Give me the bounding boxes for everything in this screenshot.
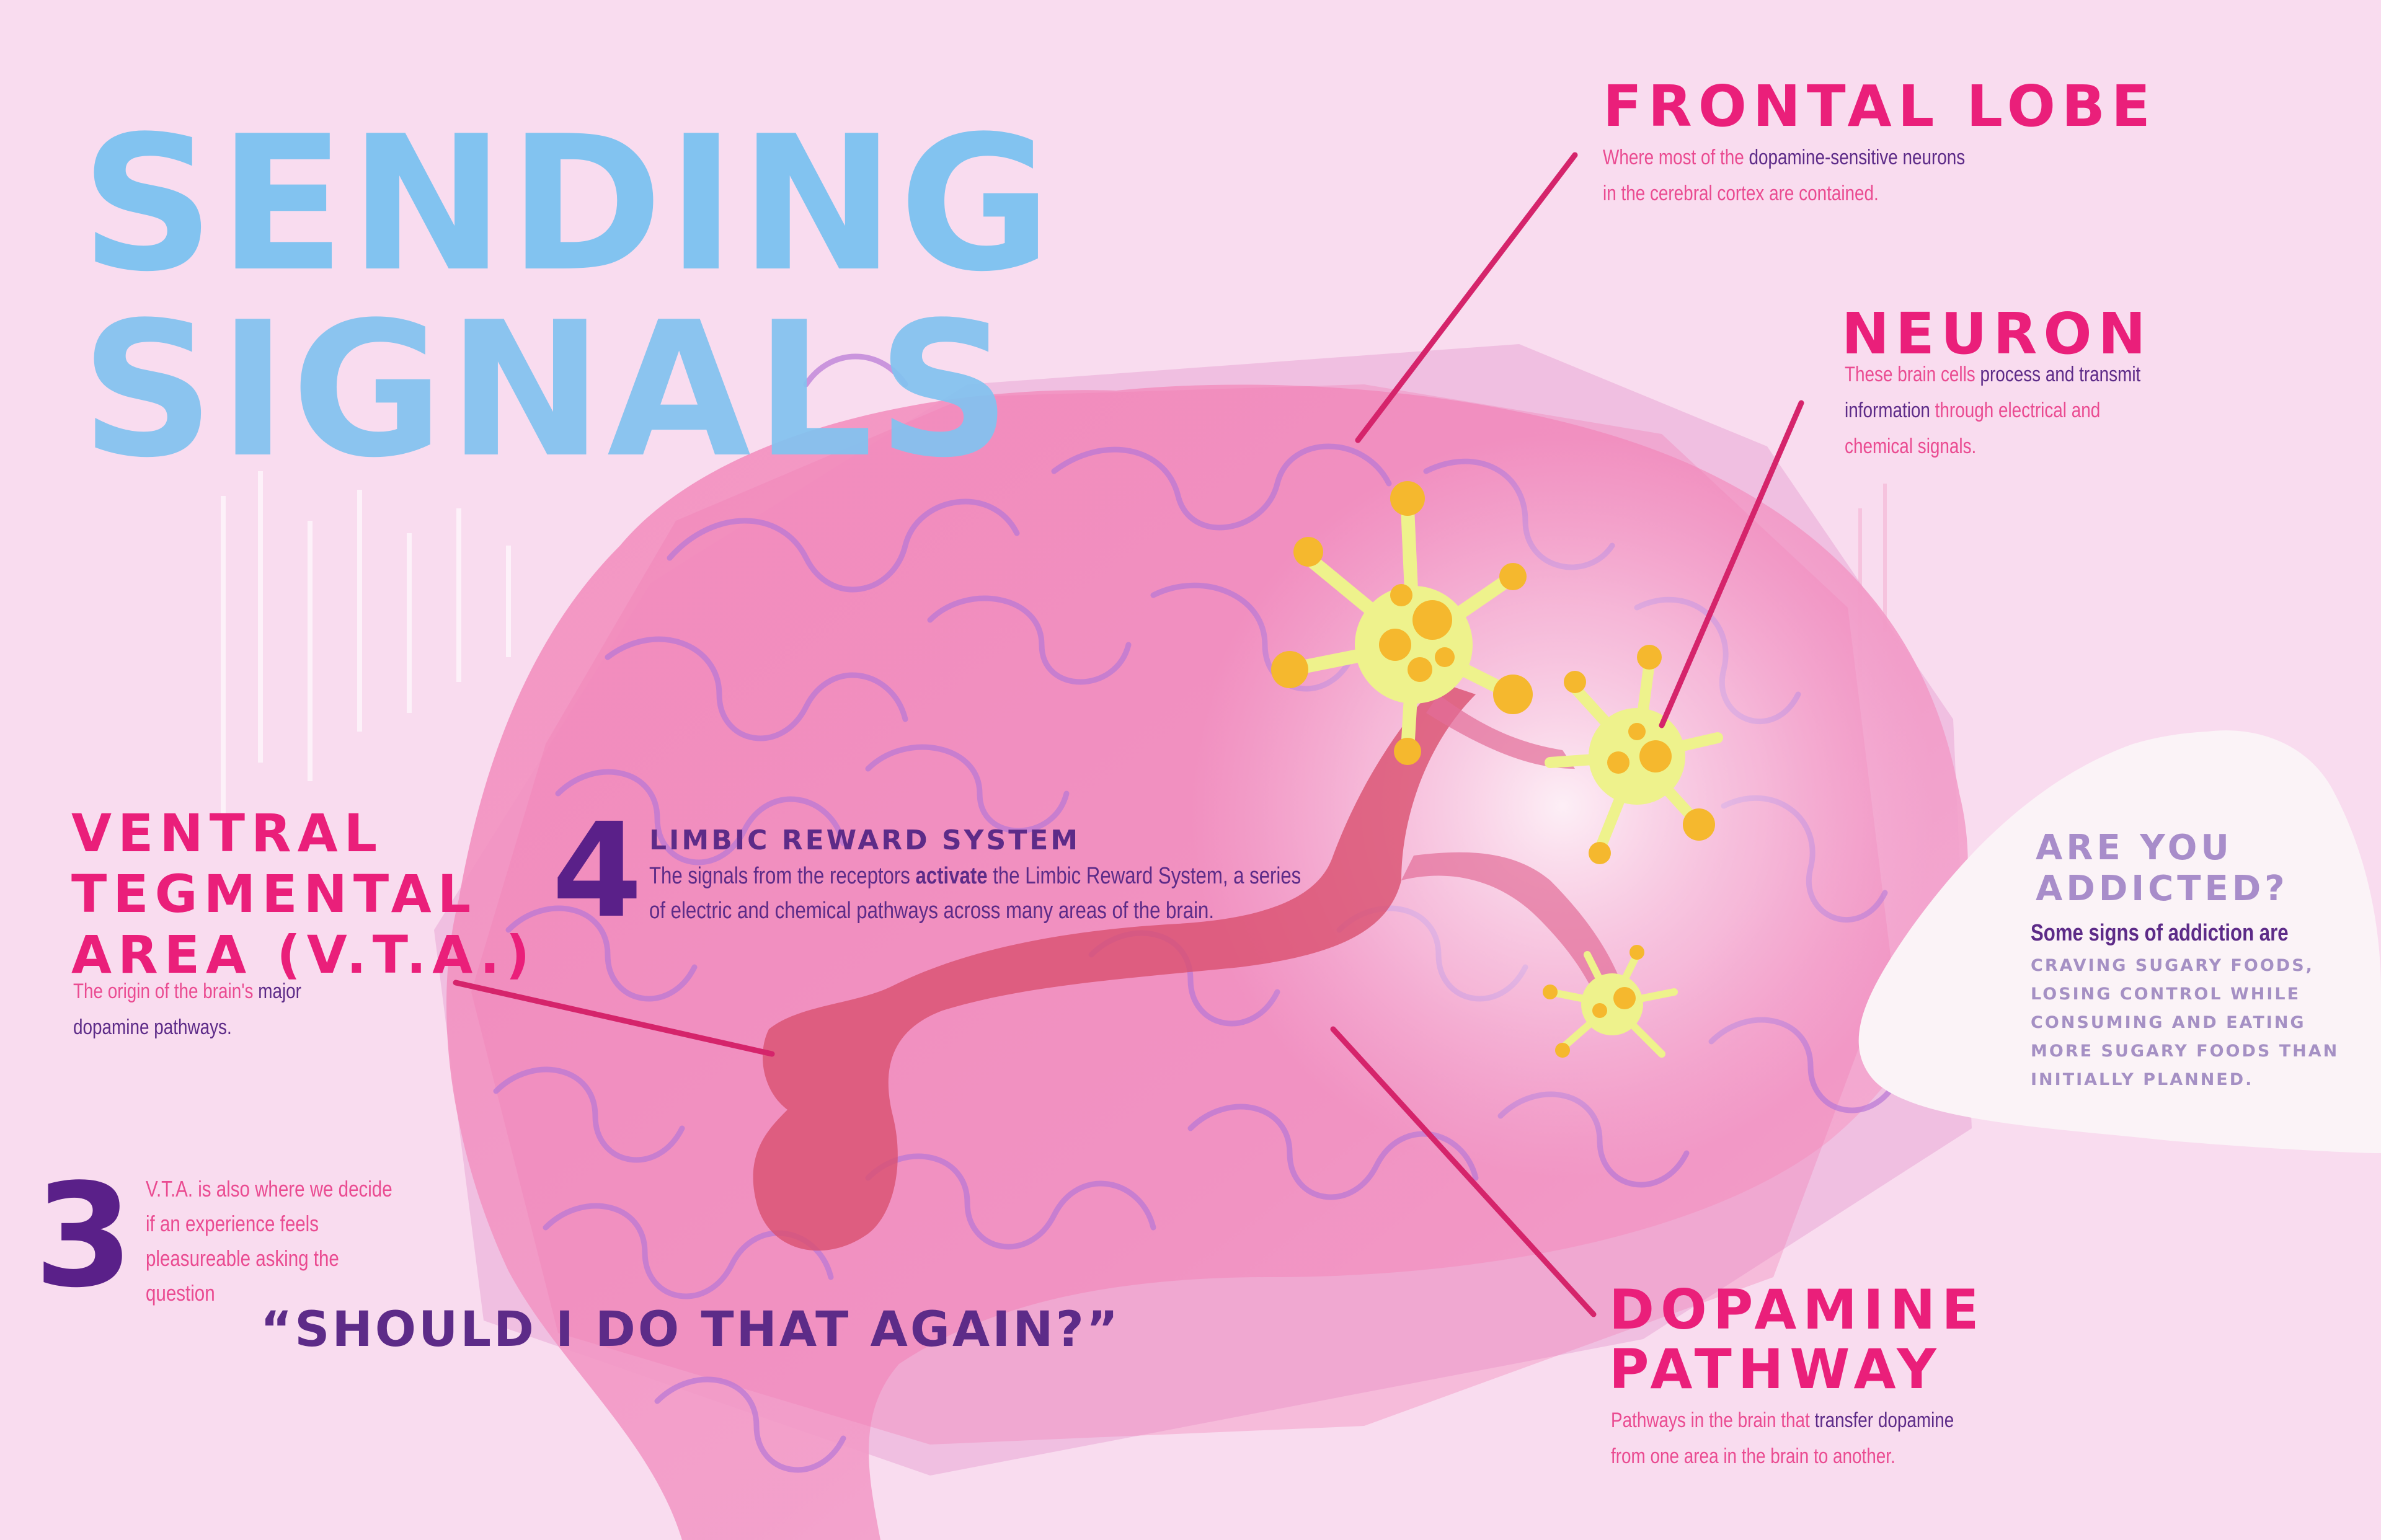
callout-line-neuron — [1659, 400, 1804, 728]
dopamine-pathway-branch-2 — [1426, 694, 1575, 769]
dopamine-line1-b: transfer dopamine — [1814, 1409, 1954, 1432]
frontal-lobe-desc-c: in the cerebral cortex are contained. — [1603, 182, 1879, 205]
vta-desc-c: dopamine pathways. — [73, 1016, 232, 1039]
dopamine-line1-a: Pathways in the brain that — [1611, 1409, 1815, 1432]
dopamine-heading: Dopamine Pathway — [1609, 1280, 1985, 1399]
step-3-line4: question — [146, 1280, 215, 1306]
callout-line-dopamine — [1330, 1026, 1597, 1317]
vta-heading-line3: Area (V.T.A.) — [71, 924, 536, 985]
title-line-2: Signals — [81, 282, 1015, 498]
dopamine-pathway — [753, 682, 1476, 1251]
neuron-description: These brain cells process and transmit i… — [1845, 356, 2261, 464]
addicted-heading: Are you addicted? — [2036, 828, 2289, 909]
frontal-lobe-description: Where most of the dopamine-sensitive neu… — [1603, 139, 2060, 211]
limbic-heading: Limbic reward system — [649, 825, 1081, 856]
addicted-sign-1: craving sugary foods, — [2031, 956, 2314, 975]
vta-heading-line2: Tegmental — [71, 864, 477, 924]
addicted-sign-5: initially planned. — [2031, 1070, 2254, 1089]
step-3-description: V.T.A. is also where we decide if an exp… — [146, 1172, 502, 1311]
vta-heading: Ventral Tegmental Area (V.T.A.) — [71, 803, 536, 985]
step-3-quote: “Should I do that again?” — [260, 1302, 1121, 1358]
step-3-line3: pleasureable asking the — [146, 1246, 339, 1271]
addicted-intro: Some signs of addiction are — [2031, 920, 2289, 946]
dopamine-heading-line1: Dopamine — [1609, 1278, 1985, 1342]
vta-description: The origin of the brain's major dopamine… — [73, 973, 429, 1045]
title-line-1: Sending — [81, 96, 1056, 312]
neuron-medium — [1545, 645, 1723, 864]
dopamine-heading-line2: Pathway — [1609, 1337, 1943, 1401]
neuron-heading: Neuron — [1842, 301, 2152, 367]
neuron-line3: chemical signals. — [1845, 435, 1977, 458]
limbic-line1-b: activate — [915, 863, 988, 889]
step-3-number: 3 — [34, 1154, 134, 1319]
addicted-sign-4: more sugary foods than — [2031, 1042, 2339, 1061]
neuron-line1-a: These brain cells — [1845, 363, 1980, 386]
limbic-line1-a: The signals from the receptors — [649, 863, 916, 889]
frontal-lobe-desc-a: Where most of the — [1603, 146, 1749, 169]
addicted-signs: craving sugary foods, losing control whi… — [2031, 952, 2339, 1094]
limbic-line2: of electric and chemical pathways across… — [649, 898, 1215, 924]
addicted-heading-line1: Are you — [2036, 828, 2233, 868]
neuron-large — [1271, 481, 1533, 765]
callout-line-vta — [453, 980, 775, 1057]
neuron-small — [1543, 945, 1678, 1058]
decorative-lines — [221, 471, 511, 818]
frontal-lobe-heading: Frontal Lobe — [1603, 73, 2157, 139]
limbic-line1-c: the Limbic Reward System, a series — [987, 863, 1301, 889]
addicted-heading-line2: addicted? — [2036, 869, 2289, 909]
step-3-line2: if an experience feels — [146, 1211, 319, 1236]
dopamine-description: Pathways in the brain that transfer dopa… — [1611, 1402, 2150, 1474]
neuron-line2-a: information — [1845, 399, 1935, 422]
callout-lines — [453, 152, 1804, 1317]
vta-desc-b: major — [258, 980, 301, 1003]
addicted-sign-2: losing control while — [2031, 985, 2301, 1004]
callout-line-frontal-lobe — [1355, 152, 1578, 443]
frontal-lobe-desc-b: dopamine-sensitive neurons — [1749, 146, 1966, 169]
vta-heading-line1: Ventral — [71, 803, 384, 864]
addicted-blob — [1858, 730, 2381, 1153]
neuron-line2-b: through electrical and — [1935, 399, 2101, 422]
addicted-sign-3: consuming and eating — [2031, 1013, 2306, 1032]
dopamine-line2: from one area in the brain to another. — [1611, 1445, 1895, 1468]
vta-desc-a: The origin of the brain's — [73, 980, 259, 1003]
step-3-line1: V.T.A. is also where we decide — [146, 1176, 392, 1201]
limbic-description: The signals from the receptors activate … — [649, 859, 1391, 928]
neuron-line1-b: process and transmit — [1980, 363, 2141, 386]
step-4-number: 4 — [552, 795, 643, 947]
